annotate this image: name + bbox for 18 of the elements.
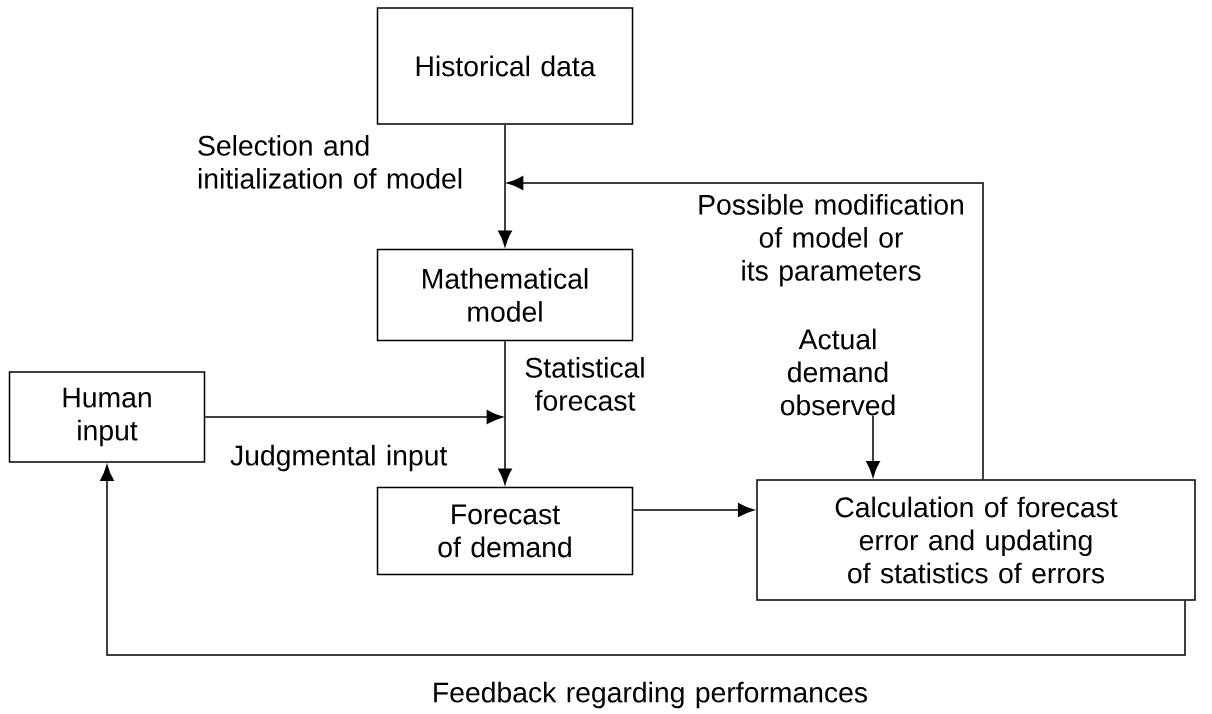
arrow [866, 415, 880, 478]
note-text: Actual demand observed [780, 328, 895, 416]
arrow [632, 503, 755, 517]
process-box: Calculation of forecast error and updating of statistics of errors [756, 479, 1196, 601]
edge-label: Feedback regarding performances [434, 681, 867, 709]
arrow [507, 176, 984, 480]
edge-label: Judgmental input [230, 444, 448, 472]
process-box: Forecast of demand [376, 486, 634, 576]
arrow [100, 464, 1186, 656]
edge-label: Possible modification of model or its parameters [699, 194, 963, 287]
arrow [204, 410, 503, 424]
arrow [498, 124, 512, 247]
edge-label: Statistical forecast [525, 357, 644, 411]
process-box: Historical data [376, 7, 634, 125]
process-box: Human input [8, 371, 206, 463]
arrow [498, 340, 512, 485]
edge-label: Selection and initialization of model [198, 135, 462, 189]
process-box: Mathematical model [376, 248, 634, 342]
